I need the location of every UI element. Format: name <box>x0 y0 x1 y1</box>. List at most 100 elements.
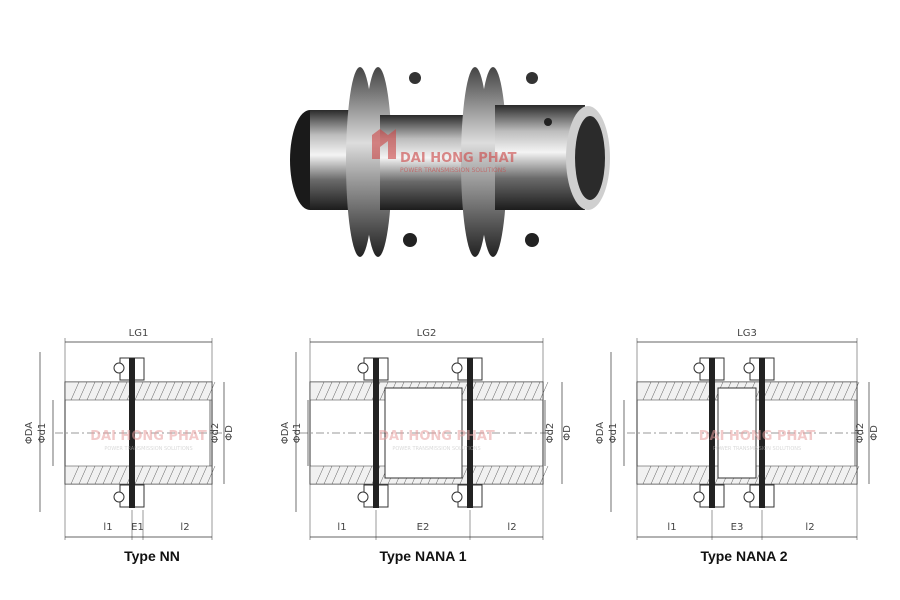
hatch <box>174 465 184 485</box>
nut <box>113 491 125 503</box>
gap-label: E3 <box>731 522 744 533</box>
l1-label: l1 <box>667 522 676 533</box>
hatch <box>315 465 325 485</box>
nut <box>743 491 755 503</box>
hatch <box>778 465 788 485</box>
hatch <box>642 465 652 485</box>
hatch <box>190 381 200 401</box>
hatch <box>690 381 700 401</box>
type-nana2-title: Type NANA 2 <box>700 548 788 564</box>
nut <box>693 362 705 374</box>
hatch <box>102 381 112 401</box>
gap-label: E1 <box>131 522 144 533</box>
hatch <box>834 465 844 485</box>
hatch <box>642 381 652 401</box>
l2-label: l2 <box>507 522 516 533</box>
hatch <box>102 465 112 485</box>
nut <box>451 491 463 503</box>
hatch <box>70 381 80 401</box>
hatch <box>134 465 144 485</box>
nut <box>113 362 125 374</box>
hatch <box>539 465 549 485</box>
hatch <box>850 465 860 485</box>
gap-label: E2 <box>417 522 430 533</box>
d1-label: Φd1 <box>608 423 619 444</box>
hatch <box>118 465 128 485</box>
hatch <box>166 381 176 401</box>
watermark-brand: DAI HONG PHAT <box>378 429 495 444</box>
hatch <box>658 381 668 401</box>
hatch <box>206 381 216 401</box>
hatch <box>379 381 389 401</box>
watermark-tagline: POWER TRANSMISSION SOLUTIONS <box>104 446 192 452</box>
watermark-tagline: POWER TRANSMISSION SOLUTIONS <box>713 446 801 452</box>
watermark-logo: DAI HONG PHAT POWER TRANSMISSION SOLUTIO… <box>372 129 517 174</box>
length-label: LG3 <box>737 328 757 339</box>
hatch <box>770 465 780 485</box>
hatch <box>491 381 501 401</box>
da-label: ΦDA <box>24 422 35 444</box>
hatch <box>331 465 341 485</box>
hatch <box>523 381 533 401</box>
nut <box>357 491 369 503</box>
disc-pack <box>467 358 473 508</box>
hatch <box>650 381 660 401</box>
hatch <box>515 381 525 401</box>
length-label: LG1 <box>129 328 149 339</box>
coupling-product-photo: DAI HONG PHAT POWER TRANSMISSION SOLUTIO… <box>290 67 610 257</box>
hatch <box>206 465 216 485</box>
hatch <box>842 465 852 485</box>
hatch <box>323 465 333 485</box>
hatch <box>515 465 525 485</box>
D-label: ΦD <box>562 425 573 441</box>
hatch <box>158 381 168 401</box>
hatch <box>94 465 104 485</box>
hatch <box>531 381 541 401</box>
hatch <box>363 465 373 485</box>
hatch <box>802 465 812 485</box>
hatch <box>142 465 152 485</box>
hatch <box>363 381 373 401</box>
hatch <box>810 465 820 485</box>
D-label: ΦD <box>224 425 235 441</box>
d1-label: Φd1 <box>292 423 303 444</box>
hatch <box>658 465 668 485</box>
hatch <box>190 465 200 485</box>
hatch <box>650 465 660 485</box>
hatch <box>850 381 860 401</box>
hatch <box>802 381 812 401</box>
hatch <box>86 465 96 485</box>
hatch <box>475 465 485 485</box>
hatch <box>86 381 96 401</box>
hatch <box>339 465 349 485</box>
nut <box>743 362 755 374</box>
hatch <box>666 381 676 401</box>
hatch <box>150 465 160 485</box>
hatch <box>355 465 365 485</box>
hatch <box>347 381 357 401</box>
hatch <box>182 381 192 401</box>
hatch <box>182 465 192 485</box>
nut <box>357 362 369 374</box>
hatch <box>158 465 168 485</box>
hatch <box>818 381 828 401</box>
hatch <box>674 465 684 485</box>
l2-label: l2 <box>180 522 189 533</box>
hatch <box>94 381 104 401</box>
hatch <box>794 465 804 485</box>
hatch <box>690 465 700 485</box>
d2-label: Φd2 <box>855 423 866 444</box>
hatch <box>198 381 208 401</box>
hatch <box>78 381 88 401</box>
hatch <box>666 465 676 485</box>
hatch <box>674 381 684 401</box>
hatch <box>698 381 708 401</box>
hatch <box>770 381 780 401</box>
hatch <box>491 465 501 485</box>
l2-label: l2 <box>805 522 814 533</box>
hatch <box>682 381 692 401</box>
d2-label: Φd2 <box>210 423 221 444</box>
